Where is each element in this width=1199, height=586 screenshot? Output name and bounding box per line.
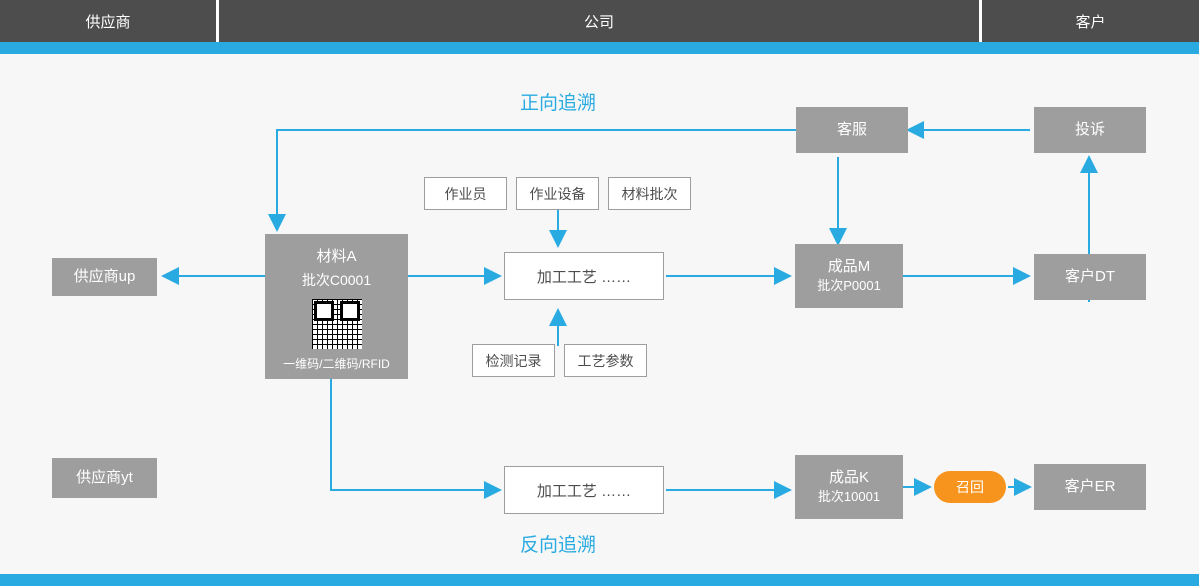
material-a-code-note: 一维码/二维码/RFID <box>283 356 390 371</box>
node-supplier-yt-label: 供应商yt <box>76 468 133 486</box>
node-product-m-name: 成品M <box>827 258 871 276</box>
attr-inspection-record[interactable]: 检测记录 <box>472 344 555 377</box>
node-supplier-yt[interactable]: 供应商yt <box>52 458 157 498</box>
lane-header-company: 公司 <box>219 0 979 51</box>
node-process-bottom[interactable]: 加工工艺 …… <box>504 466 664 514</box>
node-complaint[interactable]: 投诉 <box>1034 107 1146 153</box>
caption-forward-trace: 正向追溯 <box>520 93 597 114</box>
attr-operator[interactable]: 作业员 <box>424 177 507 210</box>
node-customer-er[interactable]: 客户ER <box>1034 464 1146 510</box>
lane-header-supplier-label: 供应商 <box>85 13 131 31</box>
node-product-m[interactable]: 成品M 批次P0001 <box>795 244 903 308</box>
node-product-k[interactable]: 成品K 批次10001 <box>795 455 903 519</box>
node-process-bottom-label: 加工工艺 …… <box>536 482 632 500</box>
top-accent-bar <box>0 42 1199 54</box>
swimlane-header: 供应商 公司 客户 <box>0 0 1199 51</box>
node-customer-service[interactable]: 客服 <box>796 107 908 153</box>
lane-header-customer: 客户 <box>982 0 1199 51</box>
diagram-canvas: 正向追溯 反向追溯 供应商up 供应商yt 材料A 批次C0001 一维码/二维… <box>0 54 1199 574</box>
qr-code-icon <box>311 298 362 349</box>
node-recall[interactable]: 召回 <box>934 471 1006 503</box>
attr-equipment[interactable]: 作业设备 <box>516 177 599 210</box>
node-customer-er-label: 客户ER <box>1064 477 1116 495</box>
node-product-m-batch: 批次P0001 <box>817 278 881 294</box>
node-customer-dt[interactable]: 客户DT <box>1034 254 1146 300</box>
lane-header-company-label: 公司 <box>583 13 614 31</box>
attr-process-parameter[interactable]: 工艺参数 <box>564 344 647 377</box>
node-customer-dt-label: 客户DT <box>1065 267 1115 285</box>
node-material-a[interactable]: 材料A 批次C0001 一维码/二维码/RFID <box>265 234 408 379</box>
attr-operator-label: 作业员 <box>444 185 487 202</box>
attr-material-batch[interactable]: 材料批次 <box>608 177 691 210</box>
attr-inspection-record-label: 检测记录 <box>485 352 542 369</box>
node-customer-service-label: 客服 <box>836 120 867 138</box>
node-supplier-up-label: 供应商up <box>73 267 136 285</box>
node-complaint-label: 投诉 <box>1074 120 1105 138</box>
material-a-batch: 批次C0001 <box>301 271 372 288</box>
bottom-accent-bar <box>0 574 1199 586</box>
node-product-k-batch: 批次10001 <box>817 489 881 505</box>
lane-header-customer-label: 客户 <box>1075 13 1106 31</box>
node-process-top-label: 加工工艺 …… <box>536 268 632 286</box>
node-recall-label: 召回 <box>956 479 984 495</box>
node-process-top[interactable]: 加工工艺 …… <box>504 252 664 300</box>
caption-backward-trace: 反向追溯 <box>520 535 597 556</box>
attr-equipment-label: 作业设备 <box>529 185 586 202</box>
material-a-name: 材料A <box>316 248 357 265</box>
attr-material-batch-label: 材料批次 <box>621 185 678 202</box>
attr-process-parameter-label: 工艺参数 <box>577 352 634 369</box>
lane-header-supplier: 供应商 <box>0 0 216 51</box>
node-product-k-name: 成品K <box>828 469 869 487</box>
node-supplier-up[interactable]: 供应商up <box>52 258 157 296</box>
